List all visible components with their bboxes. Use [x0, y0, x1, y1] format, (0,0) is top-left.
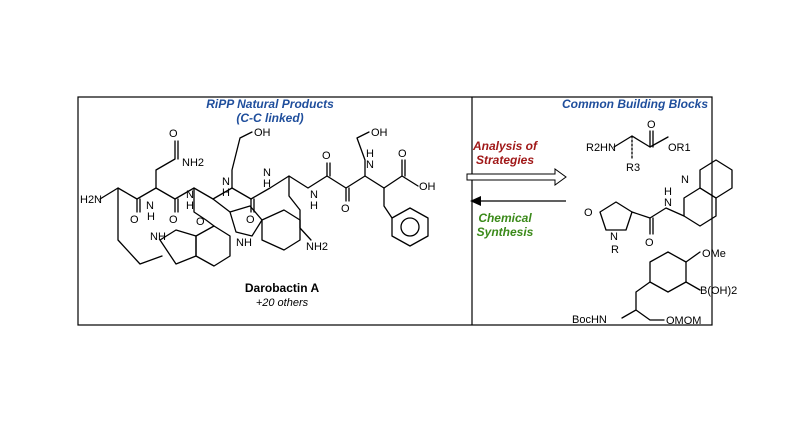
bb3-omom: OMOM	[666, 315, 701, 327]
label-h2n: H2N	[80, 194, 102, 206]
compound-name: Darobactin A	[245, 281, 320, 295]
bb2-n-amide: N	[664, 197, 672, 209]
building-block-amino-ester	[613, 130, 669, 161]
label-indole1-nh: NH	[150, 231, 166, 243]
label-cooh: OH	[419, 181, 436, 193]
label-h-3: H	[222, 187, 230, 199]
bb1-or1: OR1	[668, 142, 691, 154]
compound-note: +20 others	[256, 297, 309, 309]
bb3-boh2: B(OH)2	[700, 285, 737, 297]
label-o-ether: O	[196, 216, 205, 228]
bb2-n-quin: N	[681, 174, 689, 186]
bb2-r: R	[611, 244, 619, 256]
label-o-asn: O	[169, 128, 178, 140]
label-indole2-nh: NH	[236, 237, 252, 249]
label-o-4: O	[246, 214, 255, 226]
synthesis-line2: Synthesis	[477, 225, 534, 239]
label-h-2: H	[186, 200, 194, 212]
label-nh-5: N	[310, 189, 318, 201]
label-h-5: H	[310, 200, 318, 212]
reverse-arrow	[470, 196, 566, 206]
label-nh2-asn: NH2	[182, 157, 204, 169]
bb2-h: H	[664, 186, 672, 198]
label-oh-1: OH	[254, 127, 271, 139]
label-h-6: H	[366, 148, 374, 160]
label-nh-1: N	[146, 200, 154, 212]
label-nh-6: N	[366, 159, 374, 171]
bb3-bochn: BocHN	[572, 314, 607, 326]
label-lys-nh2: NH2	[306, 241, 328, 253]
label-nh-3: N	[222, 176, 230, 188]
bb1-o: O	[647, 119, 656, 131]
label-o-1: O	[130, 214, 139, 226]
bb1-r3: R3	[626, 162, 640, 174]
label-h-1: H	[147, 211, 155, 223]
label-o-6: O	[341, 203, 350, 215]
label-oh-2: OH	[371, 127, 388, 139]
label-nh-4: N	[263, 167, 271, 179]
forward-arrow	[466, 168, 567, 186]
bb3-ome: OMe	[702, 248, 726, 260]
building-block-boronic	[621, 251, 701, 321]
bb2-o: O	[584, 207, 593, 219]
left-title-line1: RiPP Natural Products	[206, 97, 334, 111]
label-cooh-o: O	[398, 148, 407, 160]
bb1-r2hn: R2HN	[586, 142, 616, 154]
bb2-o-amide: O	[645, 237, 654, 249]
synthesis-line1: Chemical	[478, 211, 532, 225]
analysis-line2: Strategies	[476, 153, 534, 167]
label-nh-2: N	[186, 189, 194, 201]
label-o-2: O	[169, 214, 178, 226]
darobactin-structure	[99, 131, 429, 267]
figure-frame	[77, 96, 713, 326]
bb2-n: N	[610, 231, 618, 243]
label-h-4: H	[263, 178, 271, 190]
right-title: Common Building Blocks	[562, 97, 708, 111]
building-block-pyroglutamate	[599, 159, 733, 235]
analysis-line1: Analysis of	[472, 139, 538, 153]
label-o-5: O	[322, 150, 331, 162]
left-title-line2: (C-C linked)	[236, 111, 303, 125]
